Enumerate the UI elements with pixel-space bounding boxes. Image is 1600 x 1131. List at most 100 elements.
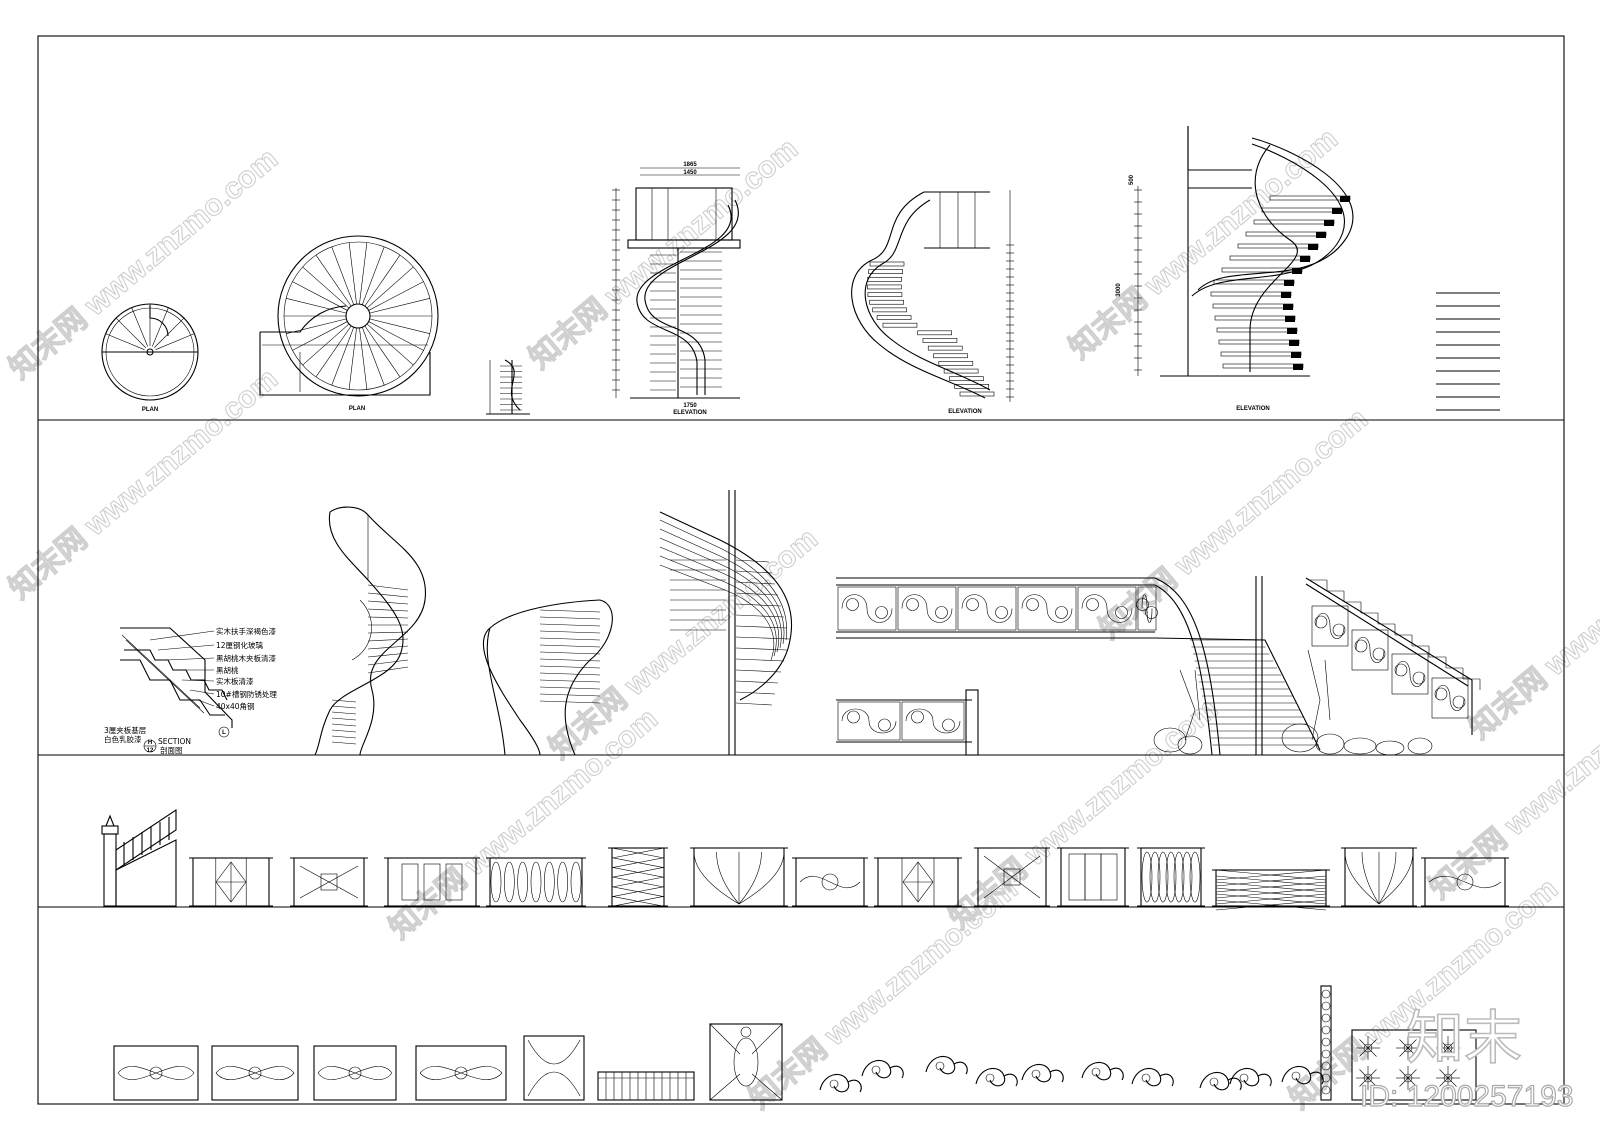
dim-right-total: 3000: [1116, 283, 1122, 297]
iron-panel: [897, 586, 957, 631]
iron-panel: [1391, 653, 1429, 695]
railing-panel-2: [290, 857, 368, 907]
section-tag-right: L: [222, 730, 226, 736]
iron-panel: [837, 701, 901, 741]
section-title: SECTION: [158, 737, 191, 746]
brand-logo: 知末 ID: 1200257193: [1359, 1003, 1574, 1113]
iron-panel: [1311, 605, 1349, 647]
spiral-plan-small: PLAN: [101, 303, 199, 413]
elevation-label-3: ELEVATION: [1236, 406, 1269, 412]
iron-panel: [901, 701, 965, 741]
railing-panel-5: [608, 847, 668, 907]
section-note-bottom-1: 3厘夹板基层: [104, 725, 147, 735]
section-note-1: 实木扶手深褐色漆: [216, 626, 276, 636]
railing-panel-13: [1341, 847, 1417, 907]
spiral-elevation-2: ELEVATION: [851, 190, 1014, 415]
iron-panel: [1017, 586, 1077, 631]
dim-top-2: 1450: [683, 170, 697, 176]
spiral-elevation-1: 1865 1450 1750 ELEVATION: [612, 162, 741, 416]
section-note-5: 实木板清漆: [216, 676, 254, 686]
stair-section-detail: 实木扶手深褐色漆12厘钢化玻璃黑胡桃木夹板清漆黑胡桃实木板清漆10#槽钢防锈处理…: [104, 626, 277, 755]
scroll-ornament-3: [925, 1055, 968, 1075]
section-note-bottom-2: 白色乳胶漆: [104, 734, 142, 744]
vstrip-dot: [1321, 1073, 1331, 1083]
rock: [1375, 740, 1405, 756]
dim-top-1: 1865: [683, 162, 697, 168]
vstrip-dot: [1321, 1025, 1331, 1035]
wrought-iron-staircase: [836, 576, 1481, 756]
vstrip-dot: [1321, 1013, 1331, 1023]
vstrip-dot: [1321, 1085, 1331, 1095]
railing-panel-7: [792, 857, 868, 907]
rock: [1281, 723, 1319, 753]
helical-stair-3d-1: [314, 506, 426, 756]
scroll-ornament-8: [1199, 1071, 1242, 1091]
section-note-4: 黑胡桃: [216, 665, 239, 675]
iron-panel: [1431, 677, 1469, 719]
railing-panel-8: [874, 857, 962, 907]
railing-panel-12: [1212, 869, 1330, 911]
watermark-text: 知末网 www.znzmo.com: [1093, 402, 1374, 645]
ornament-panel-7: [709, 1023, 783, 1101]
ornament-panel-6: [597, 1071, 695, 1101]
watermark-text: 知末网 www.znzmo.com: [3, 362, 284, 605]
watermark-text: 知末网 www.znzmo.com: [543, 522, 824, 765]
railing-panel-11: [1137, 847, 1205, 907]
scroll-ornament-6: [1081, 1061, 1124, 1081]
flower: [1403, 1043, 1413, 1053]
vstrip-dot: [1321, 1049, 1331, 1059]
watermark-text: 知末网 www.znzmo.com: [1463, 502, 1600, 745]
watermark-text: 知末网 www.znzmo.com: [3, 142, 284, 385]
iron-panel: [957, 586, 1017, 631]
elevation-label-2: ELEVATION: [948, 409, 981, 415]
section-note-7: 40x40角钢: [216, 701, 255, 711]
scroll-ornament-5: [1021, 1063, 1064, 1083]
railing-panel-4: [486, 857, 586, 907]
vstrip-dot: [1321, 1061, 1331, 1071]
section-note-2: 12厘钢化玻璃: [216, 640, 264, 650]
vstrip-dot: [1321, 989, 1331, 999]
vstrip-dot: [1321, 1001, 1331, 1011]
spiral-plan-large: PLAN: [259, 235, 439, 412]
image-id-label: ID: 1200257193: [1360, 1080, 1574, 1113]
iron-panel: [837, 586, 897, 631]
ornament-panel-4: [415, 1045, 507, 1101]
railing-panel-3: [384, 857, 480, 907]
ornament-panel-2: [211, 1045, 299, 1101]
railing-panel-1: [189, 857, 273, 907]
ornament-panel-5: [523, 1035, 585, 1101]
floral-panel: [1351, 1029, 1477, 1101]
dim-right-top: 500: [1129, 174, 1135, 185]
rock: [1407, 737, 1433, 755]
ornament-panel-1: [113, 1045, 199, 1101]
watermark-text: 知末网 www.znzmo.com: [523, 132, 804, 375]
watermark-text: 知末网 www.znzmo.com: [383, 702, 664, 945]
row-2-sections-3d: 实木扶手深褐色漆12厘钢化玻璃黑胡桃木夹板清漆黑胡桃实木板清漆10#槽钢防锈处理…: [104, 490, 1481, 756]
plan-label-2: PLAN: [349, 406, 365, 412]
spiral-stair-with-rails: [659, 490, 792, 755]
iron-panel: [1077, 586, 1137, 631]
dim-bottom: 1750: [683, 403, 697, 409]
row-3-railing-panels: [101, 808, 1509, 911]
legend-lines: [1436, 292, 1500, 411]
helical-stair-3d-2: [483, 599, 613, 756]
railing-panel-9: [974, 847, 1050, 907]
section-tag-top: H: [148, 740, 152, 746]
scroll-ornament-2: [861, 1059, 904, 1079]
railing-panel-10: [1057, 847, 1129, 907]
watermark-text: 知末网 www.znzmo.com: [743, 872, 1024, 1115]
flower: [1443, 1073, 1453, 1083]
iron-panel: [1351, 629, 1389, 671]
plan-label-1: PLAN: [142, 407, 158, 413]
section-note-3: 黑胡桃木夹板清漆: [216, 653, 276, 663]
flower: [1403, 1073, 1413, 1083]
scroll-ornament-4: [975, 1067, 1018, 1087]
brand-logo-text: 知末: [1406, 1004, 1522, 1072]
vstrip-dot: [1321, 1037, 1331, 1047]
section-subtitle: 剖面图: [160, 745, 183, 755]
newel-balustrade: [101, 808, 177, 907]
elevation-label-1: ELEVATION: [673, 410, 706, 416]
scroll-ornament-7: [1131, 1067, 1174, 1087]
flower: [1363, 1073, 1373, 1083]
